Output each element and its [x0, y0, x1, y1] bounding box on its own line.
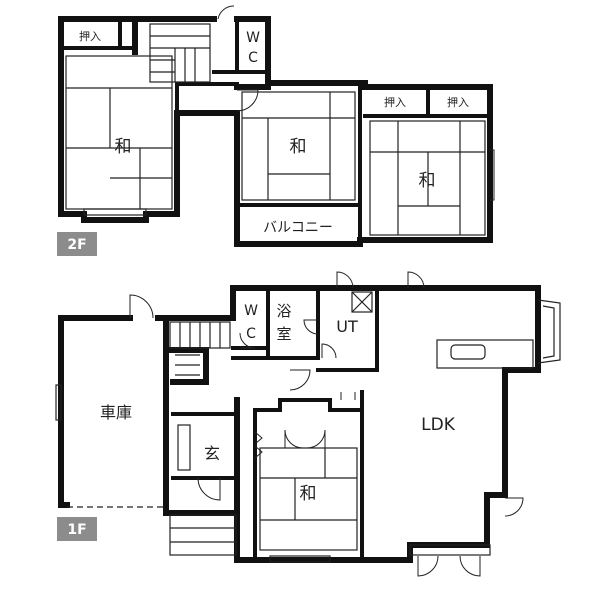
first-floor-main-outline — [163, 285, 541, 563]
first-floor-door-ldk-bottom-2 — [459, 555, 481, 577]
first-floor-bath-label-2: 室 — [276, 325, 291, 343]
first-floor-entrance-step — [177, 424, 191, 471]
second-floor-tag-bg — [57, 232, 97, 256]
second-floor-oshiire-right-2-label: 押入 — [447, 95, 469, 109]
first-floor-door-ut — [336, 271, 354, 289]
first-floor-kitchen-counter — [436, 339, 534, 369]
first-floor-ldk-label: LDK — [421, 415, 456, 435]
first-floor-ldk-window-bottom — [409, 544, 491, 556]
first-floor-door-entrance — [197, 477, 221, 501]
second-floor-outline-left — [58, 16, 138, 217]
first-floor-stairs — [169, 321, 231, 376]
second-floor-tatami-center — [241, 91, 356, 201]
first-floor-washitsu-label: 和 — [300, 484, 317, 504]
first-floor-door-washitsu-top — [340, 392, 356, 400]
first-floor-washitsu-shutters — [254, 431, 263, 459]
second-floor-window-left — [83, 208, 147, 216]
first-floor-door-washitsu-left — [284, 429, 304, 449]
first-floor-door-ldk-right — [504, 497, 524, 517]
second-floor-washitsu-center-label: 和 — [290, 137, 307, 157]
second-floor-oshiire-right-1-label: 押入 — [384, 95, 406, 109]
first-floor-garage-side-door — [129, 294, 154, 319]
first-floor: 車庫 W C 浴 室 UT LDK 玄 和 1F — [55, 271, 561, 577]
first-floor-door-washitsu-right — [306, 429, 326, 449]
first-floor-entry-porch — [169, 514, 237, 556]
second-floor-wc-label-c: C — [248, 50, 258, 66]
second-floor-outline-main — [58, 80, 493, 247]
first-floor-wc-label-c: C — [246, 326, 256, 342]
second-floor-wc-wall — [234, 16, 271, 81]
first-floor-door-bath — [303, 319, 319, 335]
first-floor-washitsu-outline — [253, 398, 364, 562]
first-floor-door-hall — [289, 369, 311, 391]
first-floor-tag: 1F — [67, 522, 86, 538]
first-floor-entrance-label: 玄 — [204, 444, 220, 463]
first-floor-door-ut-bottom — [321, 343, 337, 359]
second-floor-washitsu-left-label: 和 — [115, 137, 132, 157]
first-floor-ut-label: UT — [336, 317, 358, 336]
second-floor-washitsu-right-label: 和 — [419, 171, 436, 191]
second-floor-stairs — [149, 23, 211, 83]
second-floor-wc-label-w: W — [246, 30, 260, 46]
first-floor-bay-window — [537, 299, 561, 364]
first-floor-door-wc — [239, 332, 256, 349]
second-floor-tatami-left — [65, 55, 173, 210]
second-floor-hall-wall — [175, 82, 239, 115]
second-floor-door-center — [236, 89, 259, 112]
second-floor-tag: 2F — [67, 237, 86, 253]
first-floor-door-ldk-top — [407, 271, 425, 289]
first-floor-kitchen-sink — [450, 344, 486, 360]
second-floor: 押入 W C 和 和 押入 押入 和 バルコニー 2F — [57, 5, 495, 256]
first-floor-garage-label: 車庫 — [100, 403, 132, 422]
second-floor-tatami-right — [369, 120, 486, 236]
second-floor-oshiire-label: 押入 — [79, 29, 101, 43]
first-floor-hall-wall — [163, 347, 209, 385]
first-floor-bath-label-1: 浴 — [276, 302, 291, 320]
first-floor-tag-bg — [57, 517, 97, 541]
first-floor-garage-window — [55, 384, 62, 421]
first-floor-wc-label-w: W — [244, 303, 258, 319]
first-floor-door-ldk-bottom — [417, 555, 439, 577]
first-floor-washer-box — [351, 291, 373, 313]
first-floor-washer-x2 — [351, 291, 373, 313]
second-floor-door-wc — [217, 5, 235, 20]
second-floor-door-right-window — [490, 149, 495, 201]
second-floor-balcony-label: バルコニー — [263, 220, 333, 236]
first-floor-washitsu-window — [269, 555, 331, 563]
